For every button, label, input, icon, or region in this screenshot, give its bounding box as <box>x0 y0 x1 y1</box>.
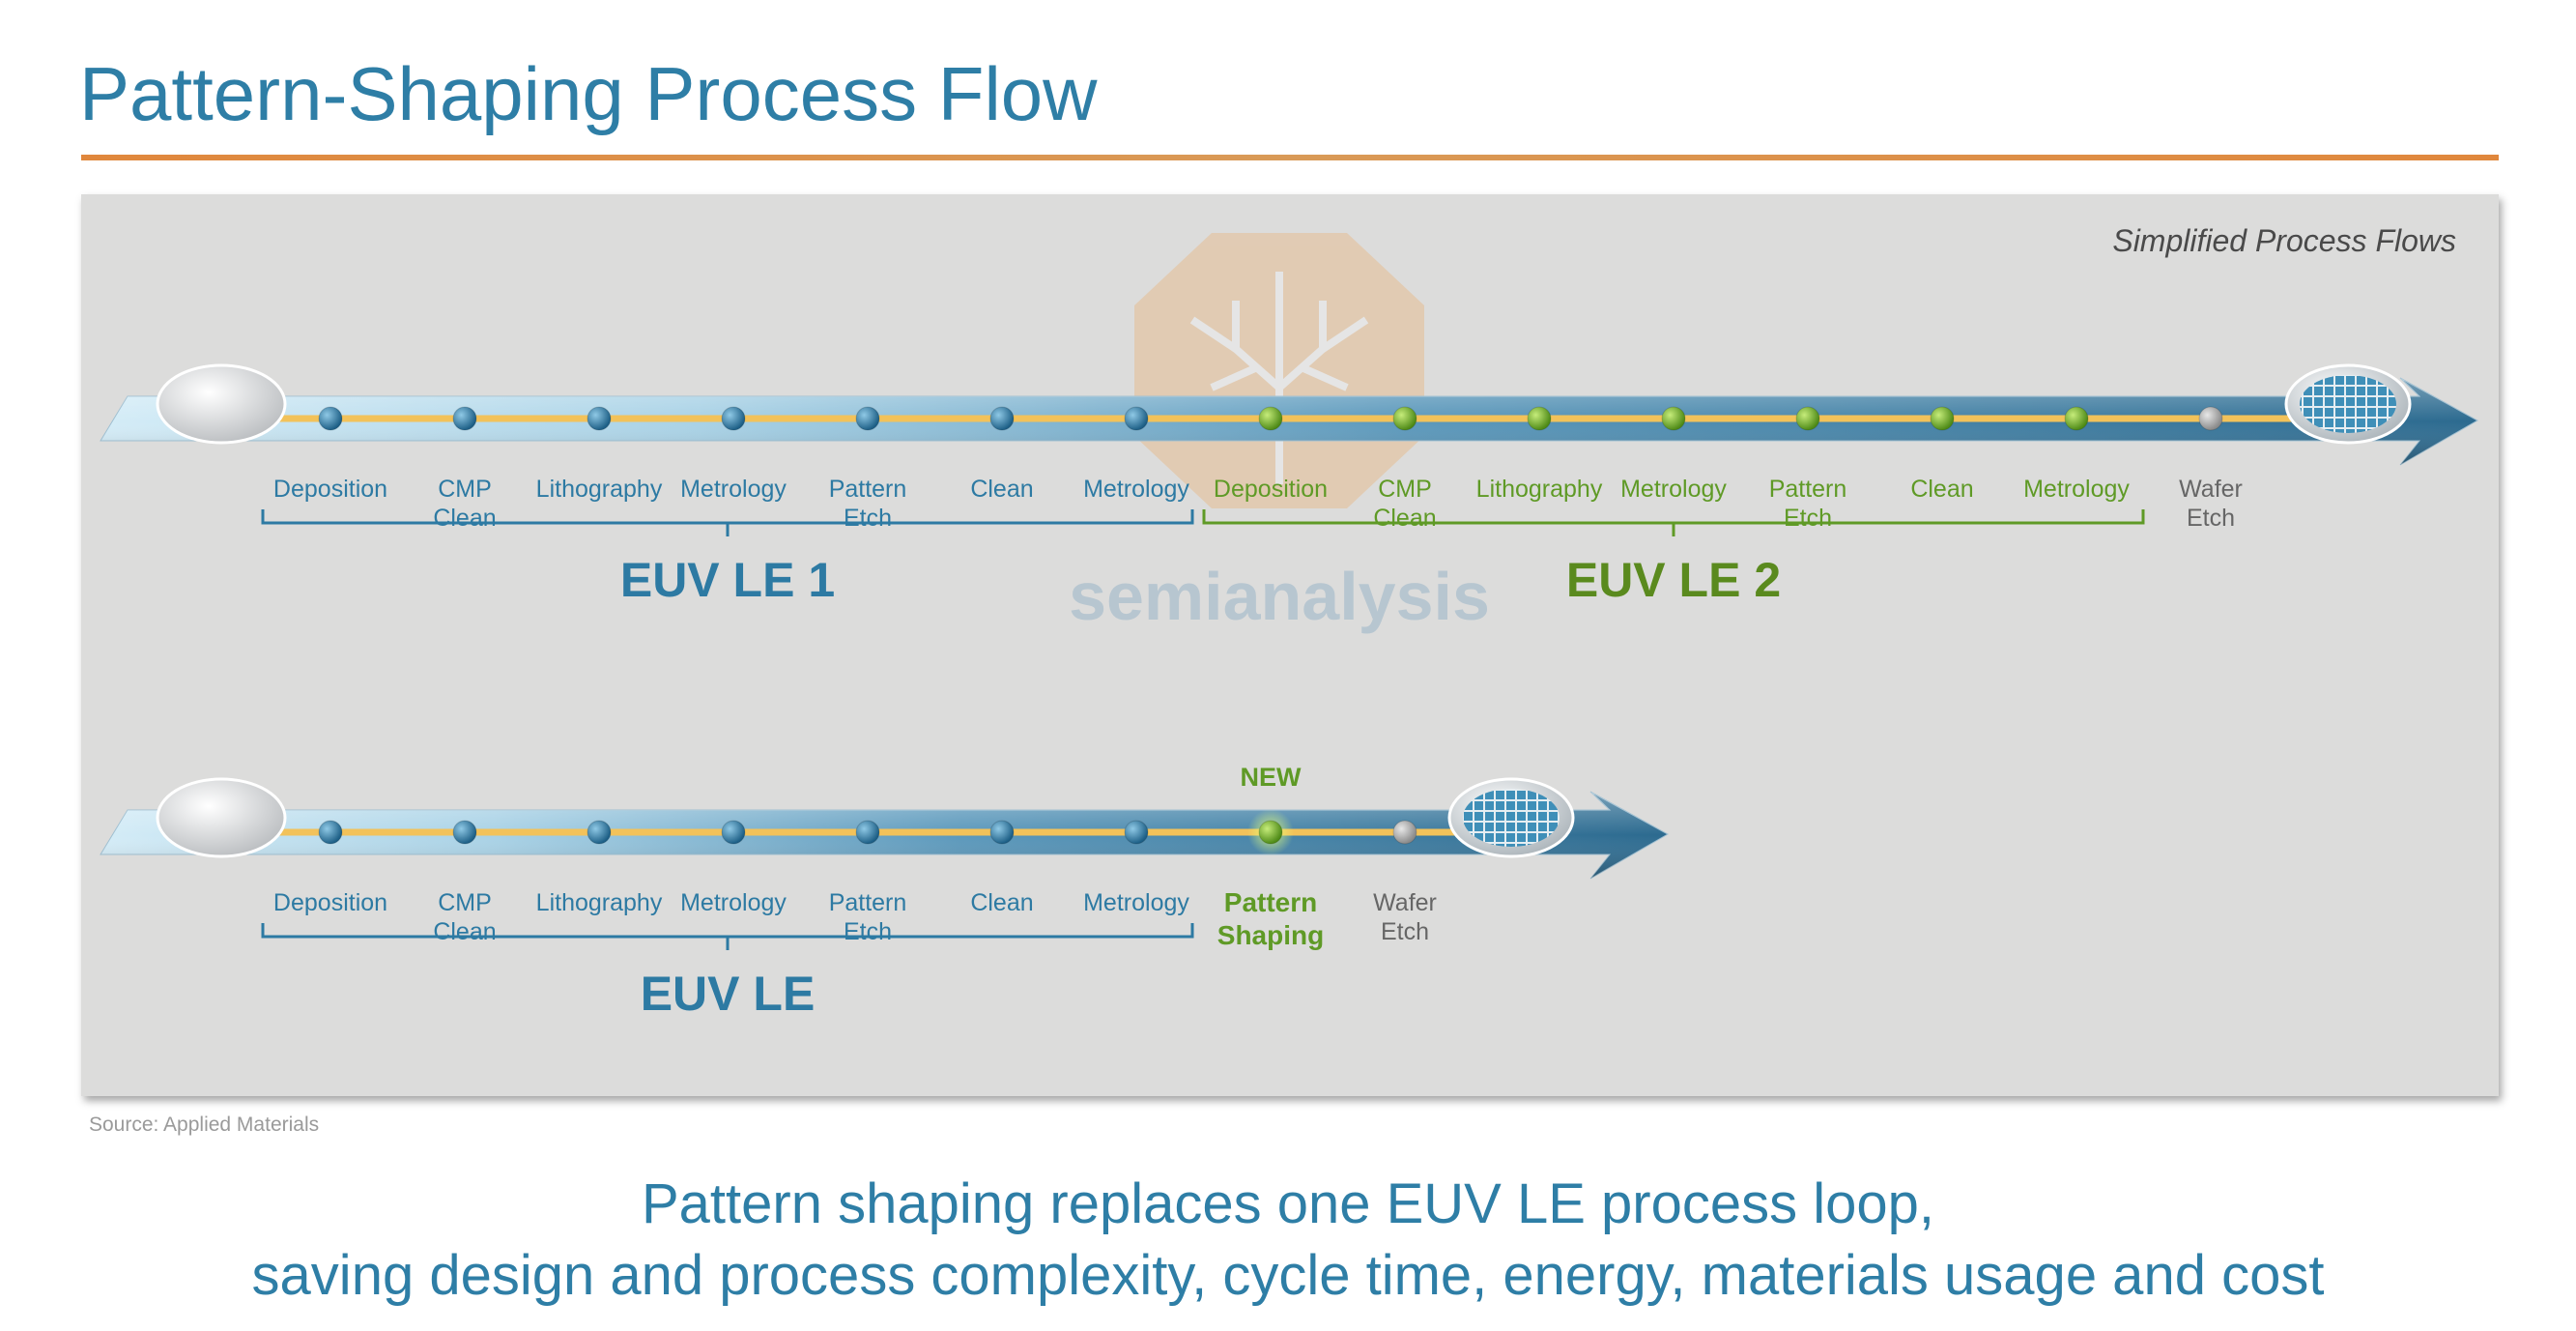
page-title: Pattern-Shaping Process Flow <box>79 51 1098 136</box>
flow2-step-marker <box>1124 820 1149 845</box>
flow2-wafer-dies <box>1463 789 1560 847</box>
flow1-step-marker <box>1392 406 1417 431</box>
flow2-step-label: Pattern Shaping <box>1216 887 1325 950</box>
flow1-step-marker <box>989 406 1015 431</box>
flow2-step-label: CMP Clean <box>433 889 497 945</box>
flow2-start-wafer <box>156 777 287 858</box>
flow1-step-label: Clean <box>970 476 1034 503</box>
flow1-step-marker <box>318 406 343 431</box>
flow1-step-marker <box>2064 406 2089 431</box>
flow2-step-marker <box>1392 820 1417 845</box>
summary-line-2: saving design and process complexity, cy… <box>251 1244 2325 1307</box>
flow2-step-label: Metrology <box>680 889 787 916</box>
flow1-step-marker <box>855 406 880 431</box>
summary-line-1: Pattern shaping replaces one EUV LE proc… <box>641 1172 1935 1235</box>
flow1-group-label: EUV LE 2 <box>1565 553 1782 607</box>
diagram-subtitle: Simplified Process Flows <box>2112 223 2456 258</box>
flow2-group-label: EUV LE <box>640 967 816 1021</box>
flow2-step-marker <box>1258 820 1283 845</box>
new-step-tag: NEW <box>1240 763 1302 792</box>
flow1-step-marker <box>721 406 746 431</box>
flow2-step-marker <box>318 820 343 845</box>
flow1-step-marker <box>1258 406 1283 431</box>
flow2-step-label: Pattern Etch <box>828 889 907 945</box>
flow1-step-label: Clean <box>1910 476 1974 503</box>
flow1-step-label: Lithography <box>535 476 663 503</box>
flow1-step-marker <box>452 406 477 431</box>
flow2-group-bracket <box>261 923 1194 950</box>
flow2-step-label: Clean <box>970 889 1034 916</box>
flow2-step-marker <box>989 820 1015 845</box>
flow1-step-marker <box>587 406 612 431</box>
watermark-circuit-line <box>1210 364 1257 391</box>
flow1-step-label: Pattern Etch <box>1768 476 1847 532</box>
flow1-step-marker <box>2198 406 2223 431</box>
flow2-step-marker <box>855 820 880 845</box>
watermark-circuit-line <box>1302 364 1349 391</box>
flow1-group-bracket <box>261 509 1194 536</box>
flow1-step-label: Lithography <box>1475 476 1603 503</box>
flow2-step-label: Wafer Etch <box>1373 889 1437 945</box>
flow1-group-bracket <box>1202 509 2145 536</box>
diagram-panel: semianalysis Simplified Process Flows De… <box>81 194 2499 1096</box>
process-flow-diagram: semianalysis <box>100 233 2479 950</box>
flow1-step-marker <box>1527 406 1552 431</box>
flow1-step-marker <box>1124 406 1149 431</box>
flow2-step-label: Deposition <box>272 889 388 916</box>
flow1-start-wafer <box>156 363 287 445</box>
flow1-step-marker <box>1795 406 1820 431</box>
source-note: Source: Applied Materials <box>89 1114 320 1136</box>
flow1-step-label: Wafer Etch <box>2179 476 2243 532</box>
flow1-step-label: Metrology <box>2023 476 2130 503</box>
title-underline <box>81 155 2499 160</box>
flow1-step-marker <box>1661 406 1686 431</box>
flow1-step-label: Metrology <box>680 476 787 503</box>
flow1-step-label: Deposition <box>1213 476 1329 503</box>
flow1-step-label: Deposition <box>272 476 388 503</box>
flow2-step-label: Metrology <box>1083 889 1189 916</box>
flow1-step-label: Metrology <box>1620 476 1727 503</box>
watermark-circuit-line <box>1189 316 1239 353</box>
flow1-step-label: Metrology <box>1083 476 1189 503</box>
flow1-group-label: EUV LE 1 <box>619 553 836 607</box>
flow2-step-marker <box>452 820 477 845</box>
watermark-circuit-line <box>1276 301 1327 391</box>
watermark-text: semianalysis <box>1069 559 1490 634</box>
flow2-step-marker <box>587 820 612 845</box>
flow1-wafer-dies <box>2300 375 2396 433</box>
flow1-step-label: CMP Clean <box>1373 476 1437 532</box>
flow1-step-label: CMP Clean <box>433 476 497 532</box>
flow2-step-marker <box>721 820 746 845</box>
flow2-step-label: Lithography <box>535 889 663 916</box>
flow1-step-marker <box>1930 406 1955 431</box>
flow1-step-label: Pattern Etch <box>828 476 907 532</box>
watermark-circuit-line <box>1320 316 1369 353</box>
watermark-circuit-line <box>1232 301 1282 391</box>
